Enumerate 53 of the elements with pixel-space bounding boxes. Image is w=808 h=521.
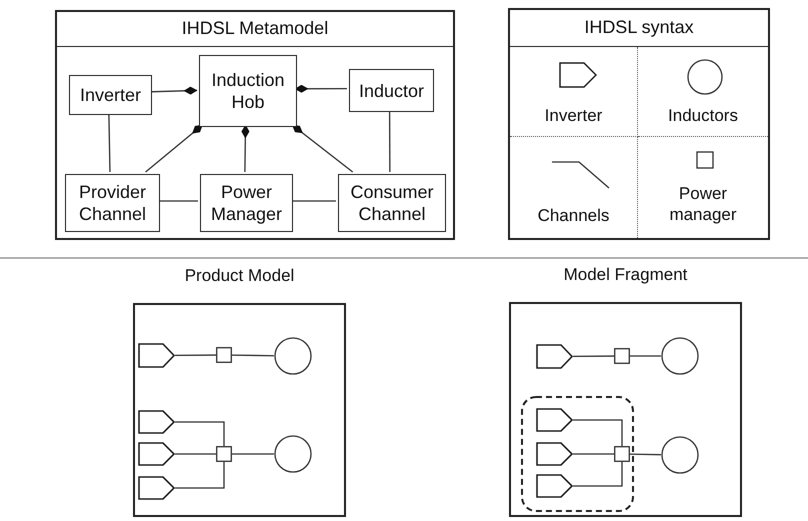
circle-symbol xyxy=(661,337,699,375)
panel-title: Product Model xyxy=(184,266,296,286)
pentagon-symbol xyxy=(536,474,573,498)
pentagon-symbol xyxy=(536,344,573,369)
class-box: Inverter xyxy=(69,75,152,115)
circle-symbol xyxy=(661,436,699,474)
connector-line xyxy=(573,419,623,446)
square-symbol xyxy=(216,347,232,363)
square-symbol xyxy=(216,446,232,462)
connector-line xyxy=(175,462,225,489)
class-box: Inductor xyxy=(349,69,434,112)
connector-line xyxy=(573,453,614,455)
class-box: Power Manager xyxy=(200,174,293,232)
connector-line xyxy=(573,355,614,358)
frame-title: IHDSL syntax xyxy=(510,10,768,47)
pentagon-symbol xyxy=(536,408,573,432)
square-symbol xyxy=(614,348,630,364)
metamodel-frame xyxy=(55,10,455,240)
class-box: Consumer Channel xyxy=(338,174,446,232)
dashed-outline xyxy=(521,396,634,512)
connector-line xyxy=(175,354,216,356)
pentagon-symbol xyxy=(536,442,573,466)
square-symbol xyxy=(614,446,630,462)
pentagon-symbol xyxy=(138,476,175,500)
connector-line xyxy=(573,462,623,487)
connector-line xyxy=(630,454,662,456)
class-box: Induction Hob xyxy=(199,55,297,127)
panel-title: Model Fragment xyxy=(562,265,688,285)
pentagon-symbol xyxy=(138,343,175,368)
table-cell xyxy=(510,47,638,137)
syntax-table xyxy=(508,8,770,240)
connector-line xyxy=(158,200,198,202)
connector-line xyxy=(388,110,391,172)
composition-line xyxy=(241,124,250,172)
connector-line xyxy=(291,200,336,202)
pentagon-symbol xyxy=(138,410,175,434)
connector-line xyxy=(232,453,274,455)
symbol-label: Power manager xyxy=(668,183,738,225)
composition-line xyxy=(145,124,203,172)
pentagon-symbol xyxy=(138,442,175,466)
symbol-label: Channels xyxy=(536,205,610,226)
connector-line xyxy=(175,421,225,446)
connector-line xyxy=(232,354,274,356)
connector-line xyxy=(630,355,661,357)
symbol-label: Inductors xyxy=(667,105,739,126)
connector-line xyxy=(175,453,216,455)
circle-symbol xyxy=(274,435,312,473)
composition-line xyxy=(292,124,354,173)
frame-title: IHDSL Metamodel xyxy=(57,12,453,47)
connector-line xyxy=(108,112,111,172)
circle-symbol xyxy=(274,337,312,375)
symbol-label: Inverter xyxy=(544,105,604,126)
class-box: Provider Channel xyxy=(65,174,160,232)
